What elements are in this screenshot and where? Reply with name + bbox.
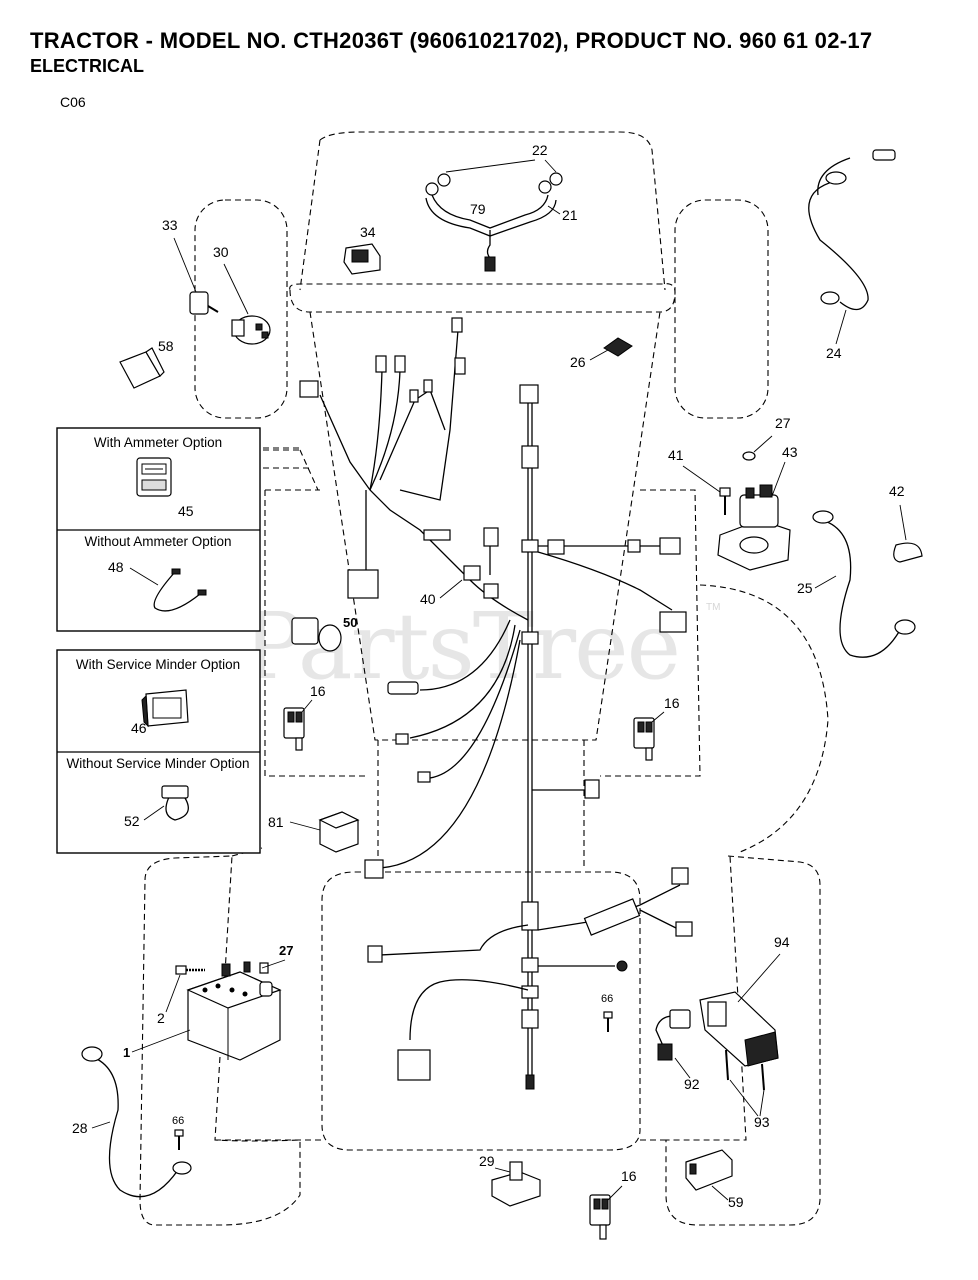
solenoid-bolt <box>719 487 731 515</box>
ammeter-cover <box>119 347 165 389</box>
callout-2: 2 <box>157 1010 165 1026</box>
callout-1: 1 <box>123 1045 130 1060</box>
callout-45: 45 <box>178 503 194 519</box>
callout-41: 41 <box>668 447 684 463</box>
callout-24: 24 <box>826 345 842 361</box>
light-switch <box>343 243 381 275</box>
battery <box>186 971 282 1061</box>
relay <box>318 811 360 853</box>
callout-46: 46 <box>131 720 147 736</box>
main-wire-harness <box>299 317 693 1090</box>
callout-48: 48 <box>108 559 124 575</box>
with-service-minder-label: With Service Minder Option <box>76 657 240 672</box>
callout-22: 22 <box>532 142 548 158</box>
ammeter-jumper-wire <box>153 568 207 612</box>
screw-left <box>174 1129 184 1150</box>
without-service-minder-label: Without Service Minder Option <box>66 756 249 771</box>
module-connector <box>655 1009 691 1061</box>
headlight-harness <box>425 172 563 272</box>
callout-50: 50 <box>343 615 357 630</box>
callout-16b: 16 <box>664 695 680 711</box>
callout-59: 59 <box>728 1194 744 1210</box>
callout-30: 30 <box>213 244 229 260</box>
service-minder-option-box: With Service Minder Option Without Servi… <box>56 649 261 854</box>
callout-33: 33 <box>162 217 178 233</box>
solenoid-nut <box>742 451 756 461</box>
callout-16c: 16 <box>621 1168 637 1184</box>
reverse-switch <box>685 1149 733 1191</box>
callout-21: 21 <box>562 207 578 223</box>
positive-cable <box>812 510 916 658</box>
ammeter-option-box: With Ammeter Option Without Ammeter Opti… <box>56 427 261 632</box>
tractor-outline <box>139 131 829 1226</box>
pto-switch <box>291 617 342 652</box>
callout-40: 40 <box>420 591 436 607</box>
control-module <box>699 991 779 1067</box>
battery-bolt <box>175 963 231 977</box>
callout-92: 92 <box>684 1076 700 1092</box>
ammeter-gauge <box>136 457 172 497</box>
with-ammeter-label: With Ammeter Option <box>94 435 222 450</box>
seat-switch <box>491 1161 541 1207</box>
service-minder-module <box>141 689 189 728</box>
interlock-switch-left <box>283 707 305 751</box>
callout-66a: 66 <box>172 1115 184 1127</box>
callout-28: 28 <box>72 1120 88 1136</box>
callout-26: 26 <box>570 354 586 370</box>
module-screws <box>725 1049 765 1091</box>
starter-solenoid <box>717 484 791 571</box>
page-subtitle: ELECTRICAL <box>30 56 144 76</box>
callout-93: 93 <box>754 1114 770 1130</box>
callout-52: 52 <box>124 813 140 829</box>
callout-29: 29 <box>479 1153 495 1169</box>
interlock-switch-right <box>633 717 655 761</box>
callout-81: 81 <box>268 814 284 830</box>
diagram-code: C06 <box>60 94 86 110</box>
callout-94: 94 <box>774 934 790 950</box>
callout-43: 43 <box>782 444 798 460</box>
ignition-switch <box>231 315 271 345</box>
service-minder-jumper <box>161 785 189 821</box>
callout-27: 27 <box>775 415 791 431</box>
watermark: PartsTree <box>242 593 679 700</box>
page-title: TRACTOR - MODEL NO. CTH2036T (9606102170… <box>30 28 873 53</box>
callout-66b: 66 <box>601 993 613 1005</box>
callout-27b: 27 <box>279 943 293 958</box>
callout-42: 42 <box>889 483 905 499</box>
callout-25: 25 <box>797 580 813 596</box>
interlock-switch-bottom <box>589 1194 611 1240</box>
battery-nut <box>243 961 269 974</box>
fuse <box>603 337 633 357</box>
ignition-key <box>189 291 219 315</box>
callout-79: 79 <box>470 201 486 217</box>
watermark-tm: TM <box>706 602 720 613</box>
without-ammeter-label: Without Ammeter Option <box>84 534 231 549</box>
ground-cable <box>808 149 896 311</box>
callout-34: 34 <box>360 224 376 240</box>
callout-16a: 16 <box>310 683 326 699</box>
callout-58: 58 <box>158 338 174 354</box>
battery-ground-cable <box>81 1046 192 1198</box>
screw-right <box>603 1011 613 1032</box>
terminal-boot <box>893 542 923 563</box>
